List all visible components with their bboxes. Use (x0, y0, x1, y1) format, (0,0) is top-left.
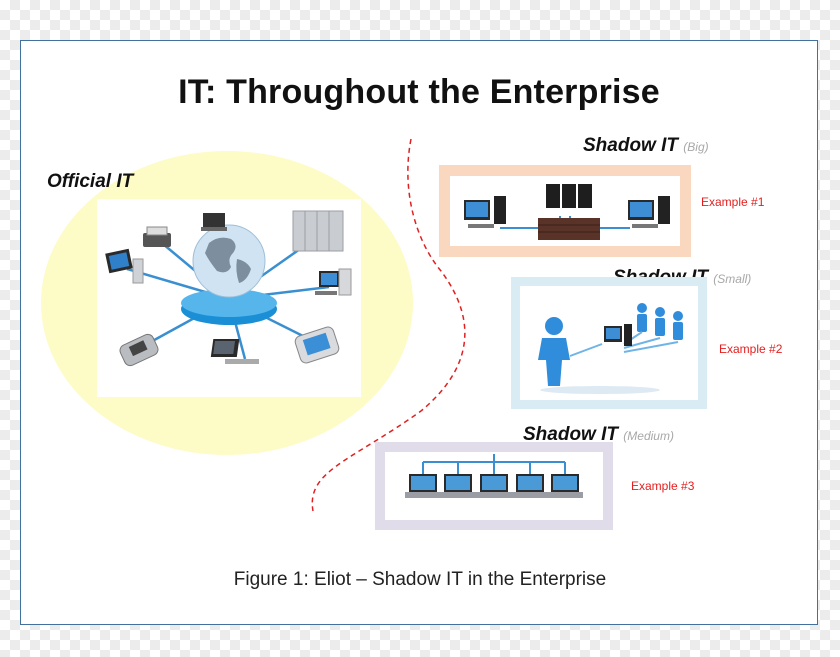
slide-title: IT: Throughout the Enterprise (178, 73, 660, 111)
globe-icon (192, 224, 266, 298)
computer-icon (315, 268, 352, 296)
official-it-network-image (97, 199, 361, 397)
server-network-image (464, 184, 670, 240)
official-it-label: Official IT (47, 171, 134, 192)
people-network-image (538, 303, 683, 394)
example-1-label: Example #1 (701, 195, 765, 209)
shadow-it-medium-size: (Medium) (623, 429, 674, 443)
shadow-it-medium-title: Shadow IT (523, 424, 618, 445)
desktop-monitor-icon (105, 248, 144, 284)
shadow-it-big-label: Shadow IT (Big) (583, 135, 709, 157)
figure-caption: Figure 1: Eliot – Shadow IT in the Enter… (233, 569, 607, 590)
shadow-it-small-box (511, 277, 707, 409)
shadow-it-big-title: Shadow IT (583, 135, 678, 156)
notebook-icon (210, 339, 259, 364)
example-3-label: Example #3 (631, 479, 695, 493)
shadow-it-medium-box (375, 442, 613, 530)
example-2-label: Example #2 (719, 342, 783, 356)
shadow-it-big-size: (Big) (683, 140, 709, 154)
pda-device-icon (119, 333, 159, 367)
shadow-it-big-box (439, 165, 691, 257)
laptop-network-image (405, 454, 583, 498)
slide-frame: IT: Throughout the Enterprise Official I… (20, 40, 818, 625)
shadow-it-small-size: (Small) (713, 272, 752, 286)
tablet-icon (294, 326, 340, 364)
server-rack-icon (292, 210, 344, 252)
laptop-icon (201, 213, 227, 231)
shadow-it-medium-label: Shadow IT (Medium) (523, 424, 674, 446)
printer-icon (143, 226, 171, 247)
